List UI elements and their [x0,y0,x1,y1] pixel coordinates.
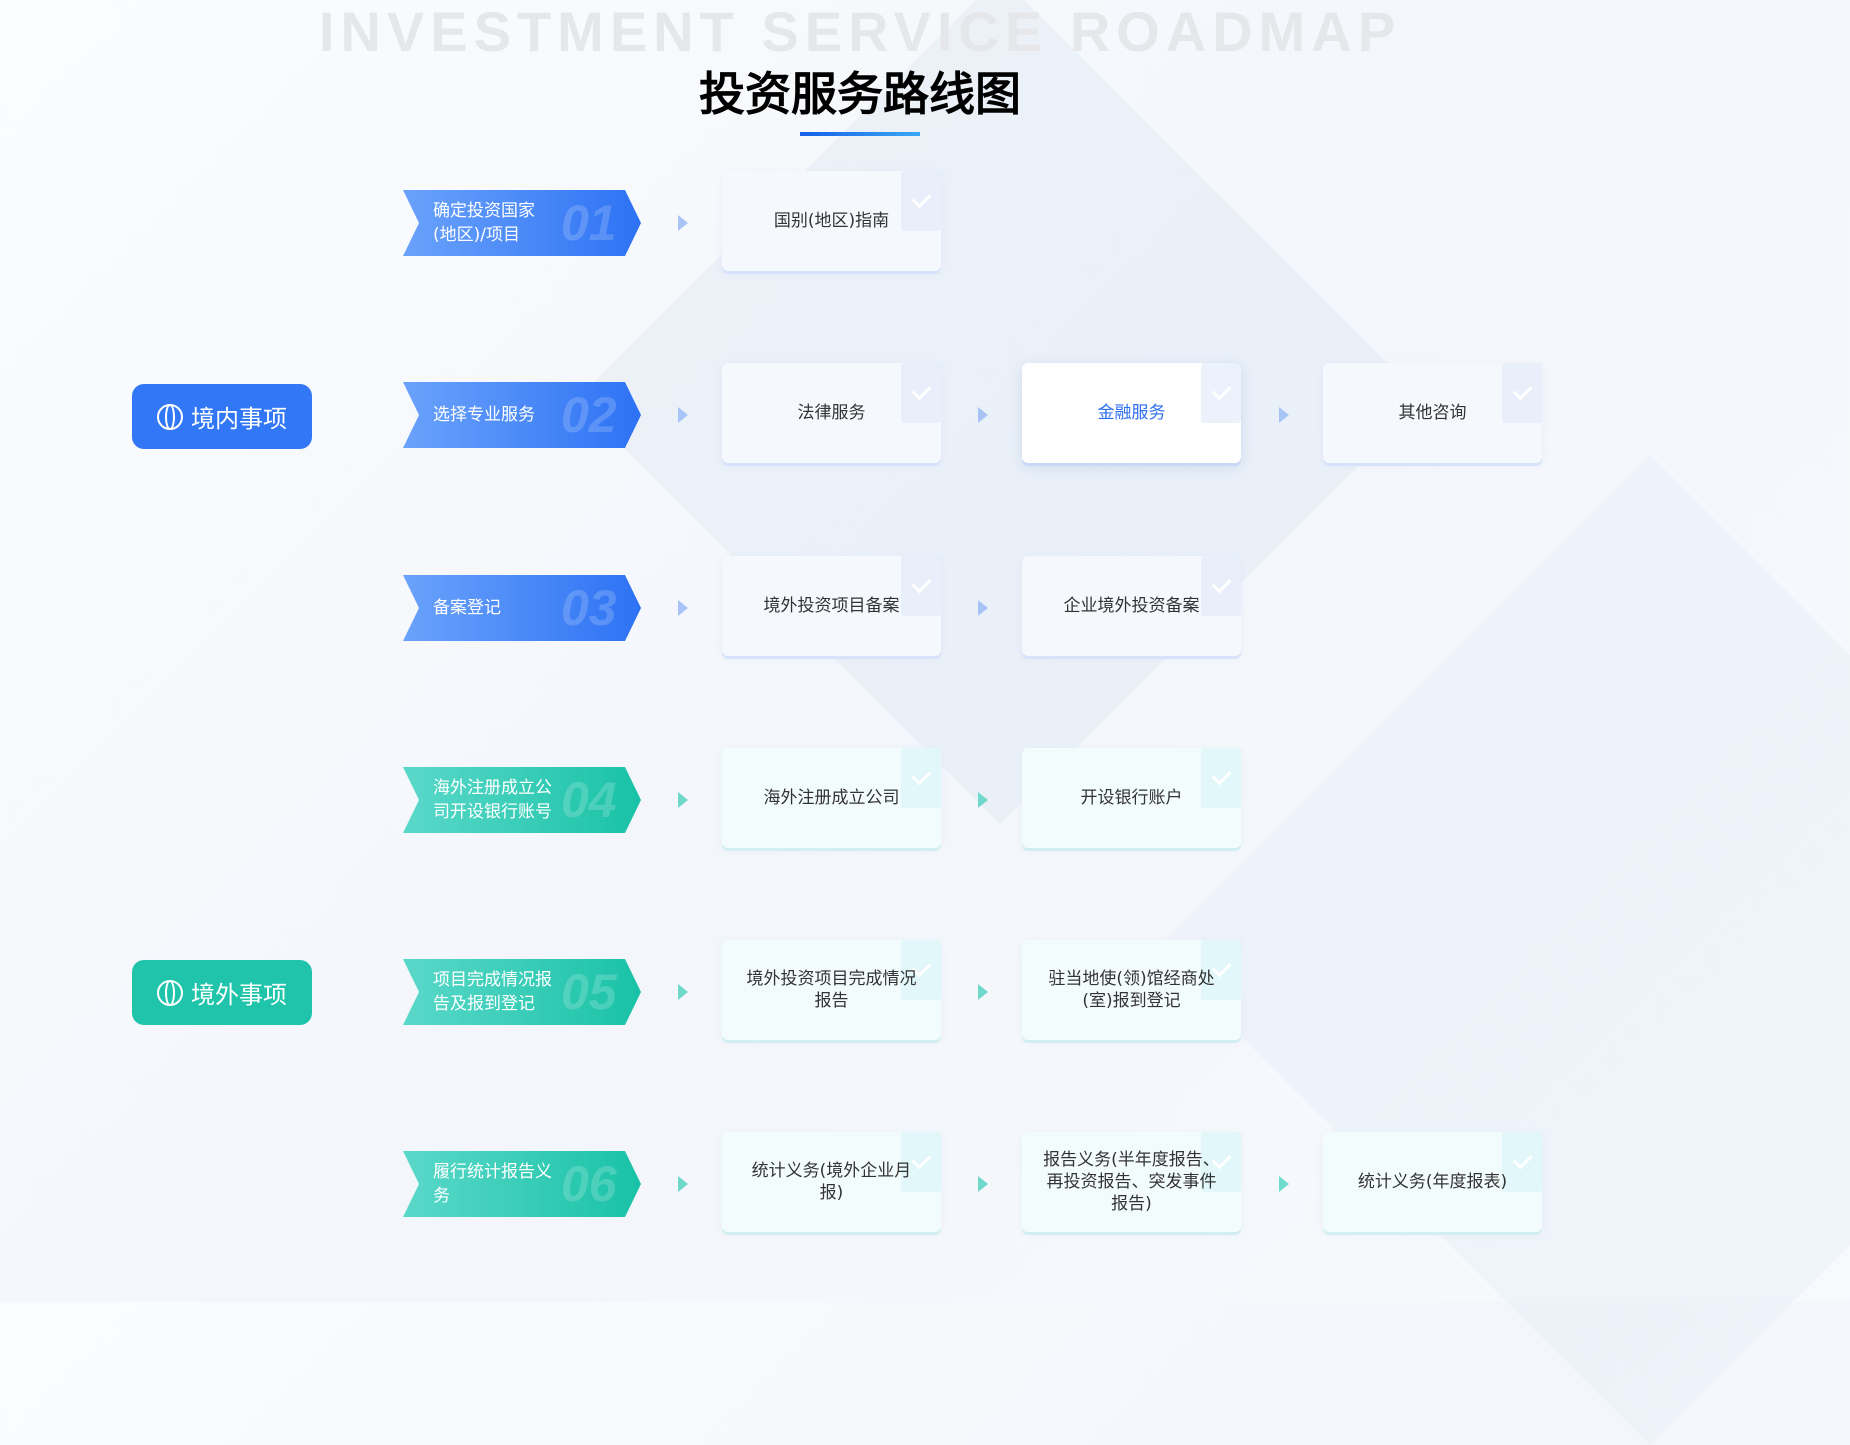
globe-icon [157,979,183,1006]
service-card-label: 报告义务(半年度报告、再投资报告、突发事件报告) [1043,1150,1220,1214]
step-label: 确定投资国家(地区)/项目 [433,201,535,245]
service-card-label: 国别(地区)指南 [773,211,890,231]
service-card-label: 统计义务(年度报表) [1357,1172,1508,1192]
service-card-label: 境外投资项目完成情况报告 [746,969,917,1011]
service-card[interactable]: 报告义务(半年度报告、再投资报告、突发事件报告) [1022,1132,1241,1232]
step-number: 06 [561,1156,617,1212]
service-card[interactable]: 境外投资项目备案 [722,556,941,656]
arrow-right-icon [678,407,688,423]
english-title: INVESTMENT SERVICE ROADMAP [318,0,1402,63]
clipboard-check-icon [901,556,941,616]
service-card[interactable]: 海外注册成立公司 [722,748,941,848]
service-card-label: 金融服务 [1097,403,1166,423]
arrow-right-icon [678,600,688,616]
service-card[interactable]: 统计义务(境外企业月报) [722,1132,941,1232]
arrow-right-icon [678,1176,688,1192]
service-card-label: 法律服务 [797,403,866,423]
clipboard-check-icon [1201,748,1241,808]
globe-icon [157,403,183,430]
step-label: 履行统计报告义务 [433,1162,552,1206]
service-card[interactable]: 金融服务 [1022,363,1241,463]
service-card-label: 企业境外投资备案 [1063,596,1200,616]
service-card[interactable]: 法律服务 [722,363,941,463]
step-number: 01 [561,195,617,251]
arrow-right-icon [678,792,688,808]
step-number: 05 [561,964,617,1020]
clipboard-check-icon [1502,1132,1542,1192]
step-banner-02: 02 选择专业服务 [403,382,641,448]
service-card[interactable]: 驻当地使(领)馆经商处(室)报到登记 [1022,940,1241,1040]
clipboard-check-icon [901,748,941,808]
clipboard-check-icon [1201,1132,1241,1192]
arrow-right-icon [978,407,988,423]
step-label: 海外注册成立公司开设银行账号 [433,778,552,822]
service-card-label: 统计义务(境外企业月报) [751,1161,912,1203]
arrow-right-icon [978,792,988,808]
overseas-label: 境外事项 [191,981,287,1009]
clipboard-check-icon [901,1132,941,1192]
arrow-right-icon [978,600,988,616]
step-banner-01: 01 确定投资国家(地区)/项目 [403,190,641,256]
title-underline [800,132,920,136]
domestic-button[interactable]: 境内事项 [132,384,312,449]
clipboard-check-icon [901,940,941,1000]
clipboard-check-icon [901,363,941,423]
arrow-right-icon [1279,1176,1289,1192]
domestic-label: 境内事项 [191,405,287,433]
service-card[interactable]: 国别(地区)指南 [722,171,941,271]
service-card-label: 开设银行账户 [1080,788,1183,808]
step-number: 02 [561,387,617,443]
arrow-right-icon [678,215,688,231]
service-card[interactable]: 企业境外投资备案 [1022,556,1241,656]
step-label: 项目完成情况报告及报到登记 [433,970,552,1014]
arrow-right-icon [978,1176,988,1192]
service-card-label: 驻当地使(领)馆经商处(室)报到登记 [1048,969,1215,1011]
service-card[interactable]: 其他咨询 [1323,363,1542,463]
step-label: 备案登记 [433,598,501,618]
clipboard-check-icon [1201,940,1241,1000]
step-number: 04 [561,772,617,828]
service-card-label: 其他咨询 [1398,403,1467,423]
clipboard-check-icon [1201,363,1241,423]
clipboard-check-icon [1201,556,1241,616]
service-card[interactable]: 统计义务(年度报表) [1323,1132,1542,1232]
step-number: 03 [561,580,617,636]
page-title: 投资服务路线图 [699,67,1021,121]
overseas-button[interactable]: 境外事项 [132,960,312,1025]
service-card-label: 海外注册成立公司 [763,788,900,808]
service-card[interactable]: 境外投资项目完成情况报告 [722,940,941,1040]
service-card[interactable]: 开设银行账户 [1022,748,1241,848]
arrow-right-icon [1279,407,1289,423]
arrow-right-icon [978,984,988,1000]
service-card-label: 境外投资项目备案 [763,596,900,616]
background-shape [575,0,1425,825]
step-label: 选择专业服务 [433,405,535,425]
background-shape [1155,455,1850,1445]
step-banner-03: 03 备案登记 [403,575,641,641]
arrow-right-icon [678,984,688,1000]
clipboard-check-icon [901,171,941,231]
clipboard-check-icon [1502,363,1542,423]
